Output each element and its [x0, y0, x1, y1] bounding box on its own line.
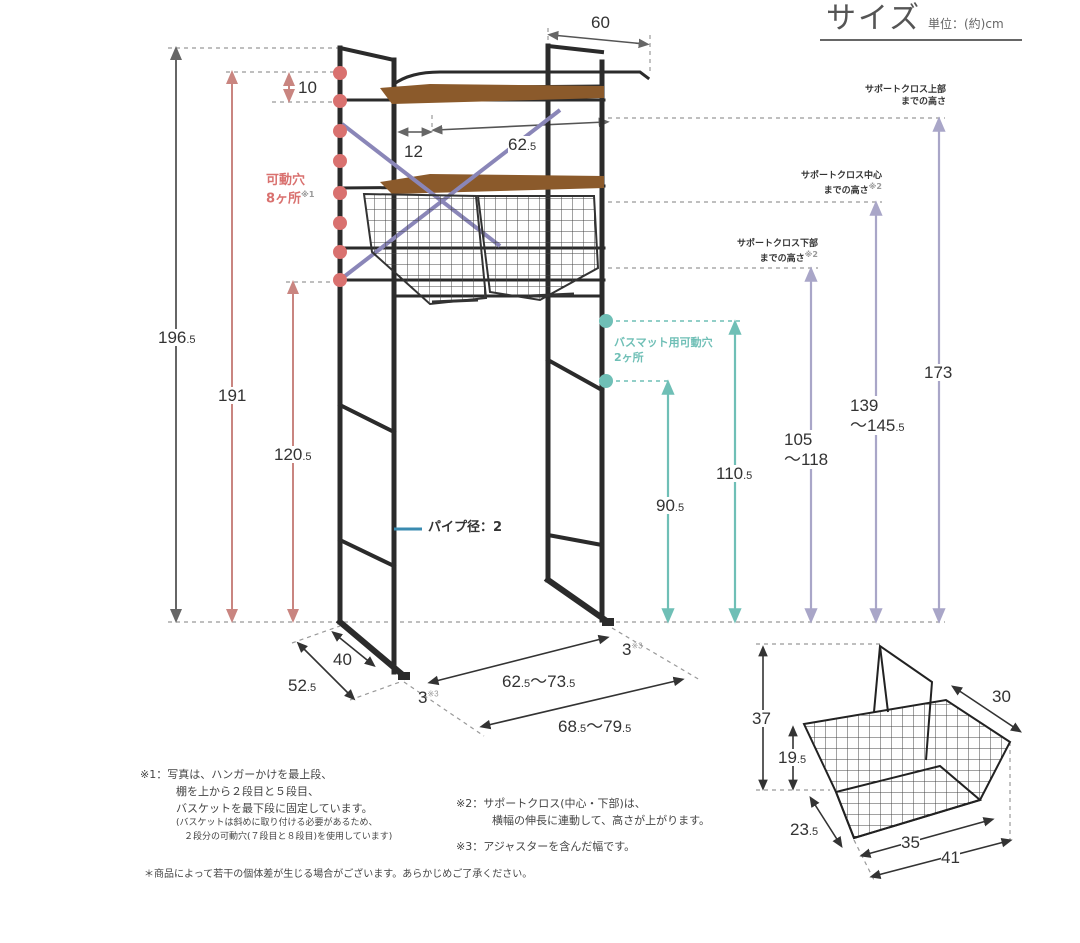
note-3: ※3：アジャスターを含んだ幅です。	[456, 840, 636, 853]
footer-disclaimer: ＊商品によって若干の個体差が生じる場合がございます。あらかじめご了承ください。	[144, 869, 533, 880]
label-basket-bottom-width: 35	[901, 833, 920, 852]
label-bottom-shelf-height: 120.5	[274, 445, 312, 464]
label-width-outer: 68.5〜79.5	[558, 717, 632, 736]
support-cross-bottom-label: サポートクロス下部 までの高さ※2	[736, 239, 818, 265]
label-support-top-height: 173	[924, 363, 953, 382]
label-adjuster-right: 3※3	[622, 640, 643, 659]
basket-dim-23-5	[809, 795, 843, 849]
label-inner-offset: 12	[404, 142, 423, 161]
adjustable-holes-label: 可動穴 8ヶ所※1	[266, 173, 315, 206]
shelf-top	[380, 84, 604, 104]
rack-baskets	[362, 192, 600, 306]
label-bathmat-lower: 90.5	[656, 496, 685, 515]
unit-label: 単位：(約)cm	[928, 17, 1004, 31]
label-shelf-width: 62.5	[508, 135, 537, 154]
label-depth-outer: 52.5	[288, 676, 317, 695]
bathmat-hole-markers	[599, 314, 613, 388]
dim-60	[547, 30, 650, 49]
support-cross-top-label: サポートクロス上部 までの高さ	[864, 85, 946, 108]
label-depth-inner: 40	[333, 650, 352, 669]
label-basket-body-height: 19.5	[778, 748, 807, 767]
basket-reference-lines	[756, 643, 1011, 881]
label-support-bottom-height: 105 〜118	[784, 430, 829, 470]
pipe-diameter-label: パイプ径：2	[428, 520, 503, 535]
label-adjuster-left: 3※3	[418, 688, 439, 707]
label-width-inner: 62.5〜73.5	[502, 672, 576, 691]
bathmat-reference-lines	[608, 320, 740, 382]
dim-68-5-79-5	[479, 676, 685, 730]
basket-illustration	[802, 644, 1012, 840]
page-title: サイズ	[826, 1, 922, 36]
label-basket-top-width: 41	[941, 848, 960, 867]
shelf-middle	[380, 174, 604, 194]
floor-reference-lines	[291, 625, 701, 737]
label-hanger-height: 191	[218, 386, 247, 405]
reference-lines	[168, 28, 945, 623]
dim-62-5-73-5	[427, 634, 610, 686]
label-top-gap: 10	[298, 78, 317, 97]
label-basket-bottom-depth: 23.5	[790, 820, 819, 839]
label-basket-total-height: 37	[752, 709, 771, 728]
note-1: ※1：写真は、ハンガーかけを最上段、 棚を上から２段目と５段目、 バスケットを最…	[140, 768, 393, 843]
label-total-height: 196.5	[158, 328, 196, 347]
label-hanger-depth: 60	[591, 13, 610, 32]
support-cross-center-label: サポートクロス中心 までの高さ※2	[800, 171, 882, 197]
label-bathmat-upper: 110.5	[716, 464, 753, 483]
label-basket-depth: 30	[992, 687, 1011, 706]
basket-dim-30	[951, 685, 1022, 733]
label-support-center-height: 139 〜145.5	[850, 396, 905, 436]
dim-52-5	[296, 641, 356, 701]
dim-62-5	[431, 117, 610, 135]
bathmat-holes-label: バスマット用可動穴 2ヶ所	[614, 336, 713, 364]
adjustable-hole-markers	[333, 66, 347, 287]
note-2: ※2：サポートクロス(中心・下部)は、 横幅の伸長に連動して、高さが上がります。	[456, 797, 711, 828]
rack-frame	[335, 43, 651, 681]
